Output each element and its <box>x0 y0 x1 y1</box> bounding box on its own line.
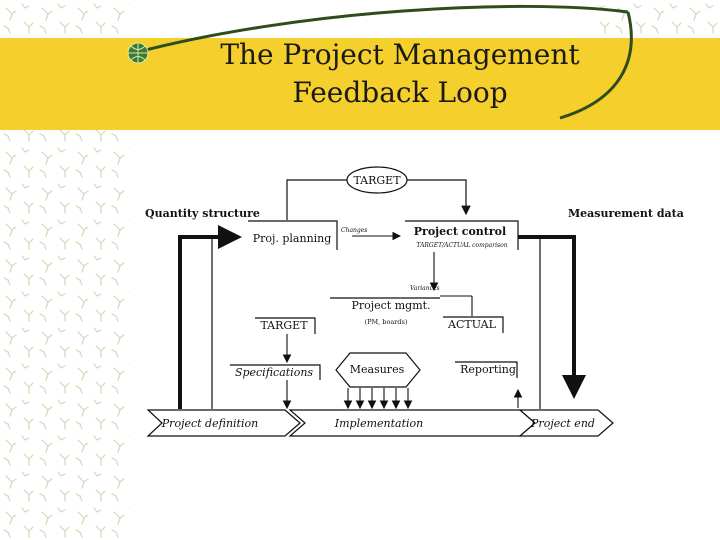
loop-line-right-down <box>406 180 466 214</box>
actual-label: ACTUAL <box>447 318 497 331</box>
measures-label: Measures <box>350 363 405 376</box>
pm-boards-label: (PM, boards) <box>365 318 408 326</box>
target-top-label: TARGET <box>353 174 401 187</box>
specifications-label: Specifications <box>235 366 313 379</box>
measurement-data-label: Measurement data <box>568 207 684 220</box>
target-left-label: TARGET <box>260 319 308 332</box>
project-end-label: Project end <box>530 417 595 430</box>
variances-label: Variances <box>410 285 440 292</box>
target-actual-comparison-label: TARGET/ACTUAL comparison <box>416 242 507 249</box>
project-mgmt-label: Project mgmt. <box>351 299 430 312</box>
loop-line-left-up <box>287 180 348 220</box>
quantity-structure-label: Quantity structure <box>145 207 260 220</box>
measures-fanout-arrows <box>348 388 408 408</box>
changes-label: Changes <box>341 227 367 234</box>
reporting-label: Reporting <box>460 363 516 376</box>
implementation-label: Implementation <box>334 417 424 430</box>
project-control-label: Project control <box>414 225 506 238</box>
definition-to-planning-arrow <box>180 237 238 409</box>
proj-planning-label: Proj. planning <box>253 232 332 245</box>
measurement-to-end-arrow <box>518 237 574 395</box>
project-definition-label: Project definition <box>161 417 258 430</box>
